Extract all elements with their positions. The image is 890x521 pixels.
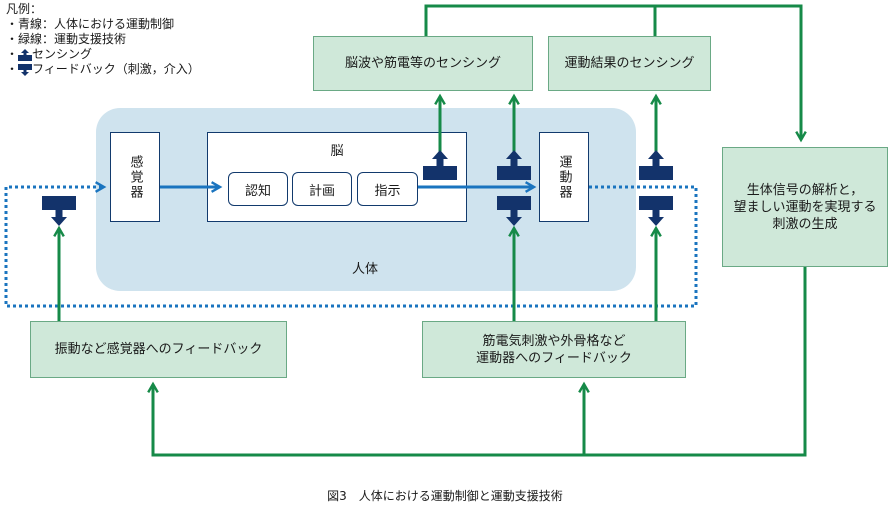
legend-sensing-label: センシング	[32, 47, 93, 61]
analysis-box: 生体信号の解析と， 望ましい運動を実現する 刺激の生成	[722, 147, 888, 267]
motor-organ-label: 運動器	[556, 154, 572, 200]
analysis-to-feedback-line	[147, 267, 807, 457]
dotted-loop-line	[4, 181, 698, 308]
sensing-icon-motor	[497, 150, 531, 180]
legend-feedback-label: フィードバック（刺激，介入）	[32, 62, 200, 76]
figure-caption: 図3 人体における運動制御と運動支援技術	[327, 489, 563, 503]
motor-organ-box: 運動器	[539, 132, 589, 222]
legend: 凡例： ・青線：人体における運動制御 ・緑線：運動支援技術 ・ センシング ・ …	[6, 2, 200, 77]
sensing-icon-result	[639, 150, 673, 180]
cognition-box: 認知	[228, 172, 288, 206]
legend-item-feedback: ・ フィードバック（刺激，介入）	[6, 62, 200, 76]
feedback-icon	[18, 63, 33, 76]
brain-label: 脳	[330, 144, 344, 159]
legend-title: 凡例：	[6, 2, 43, 16]
legend-item-green: ・緑線：運動支援技術	[6, 32, 127, 46]
sensing-icon	[18, 48, 33, 61]
sensory-organ-box: 感覚器	[110, 132, 160, 222]
sensory-organ-label: 感覚器	[127, 154, 143, 200]
command-box: 指示	[357, 172, 418, 206]
legend-item-blue: ・青線：人体における運動制御	[6, 17, 175, 31]
sensing-icon-brain	[423, 150, 457, 180]
human-body-label: 人体	[352, 262, 379, 277]
plan-box: 計画	[292, 172, 352, 206]
motor-feedback-box: 筋電気刺激や外骨格など 運動器へのフィードバック	[422, 321, 686, 378]
legend-item-sensing: ・ センシング	[6, 47, 93, 61]
sensory-feedback-box: 振動など感覚器へのフィードバック	[30, 321, 287, 378]
sensing-to-analysis-line	[424, 4, 807, 143]
brain-sensing-box: 脳波や筋電等のセンシング	[313, 36, 533, 91]
feedback-icon-sensory	[42, 196, 76, 226]
result-sensing-box: 運動結果のセンシング	[548, 36, 711, 91]
feedback-icon-result	[639, 196, 673, 226]
feedback-icon-motor	[497, 196, 531, 226]
